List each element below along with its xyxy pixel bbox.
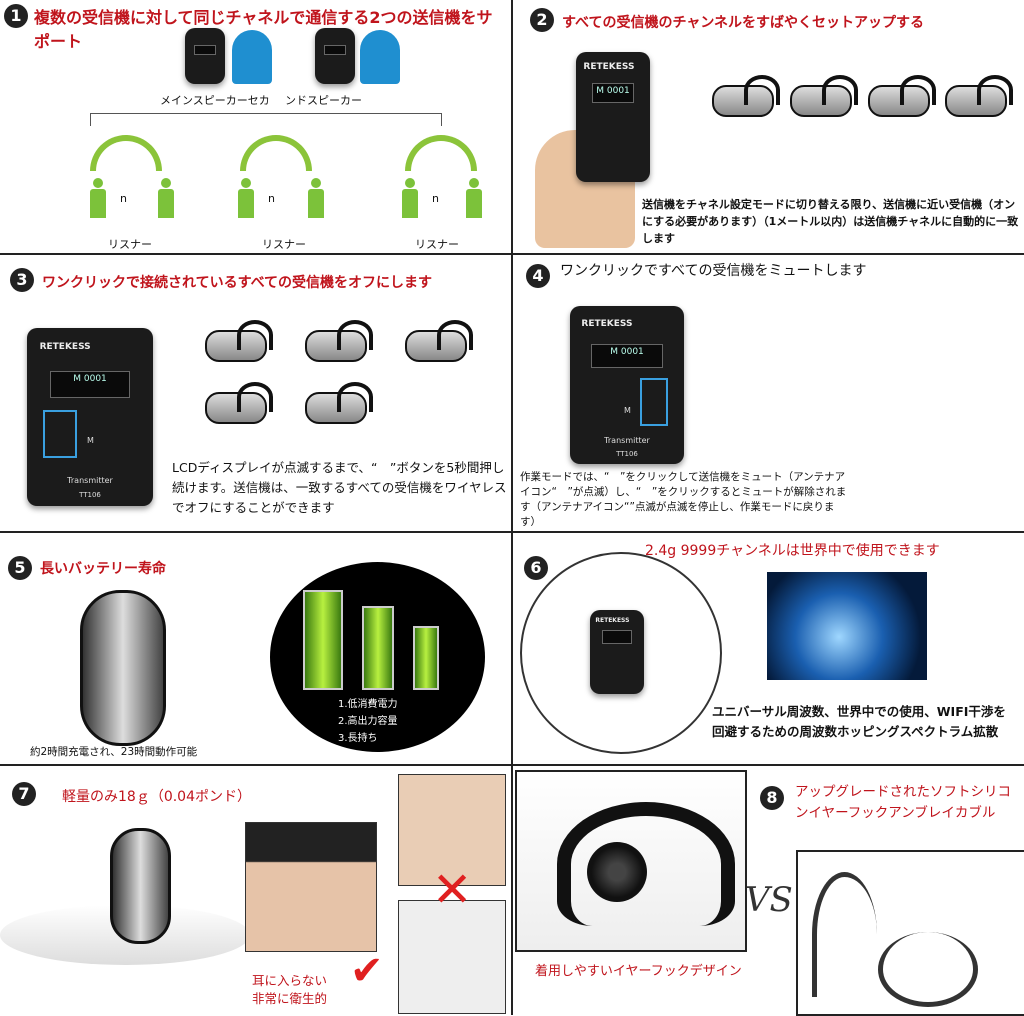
lcd-screen: M 0001 bbox=[590, 343, 664, 369]
transmitter-device: RETEKESS M 0001 bbox=[576, 52, 650, 182]
earhook-closeup bbox=[515, 770, 747, 952]
brand-label: RETEKESS bbox=[583, 62, 635, 73]
step-number: 6 bbox=[524, 556, 548, 580]
battery-feature: 2.高出力容量 bbox=[338, 716, 398, 727]
transmitter-device bbox=[315, 28, 355, 84]
listener-label: リスナー bbox=[108, 238, 152, 251]
connector-line bbox=[90, 113, 442, 126]
receiver-image bbox=[205, 320, 273, 362]
receiver-image bbox=[305, 320, 373, 362]
panel-description: 送信機をチャネル設定モードに切り替える限り、送信機に近い受信機（オンにする必要が… bbox=[642, 198, 1019, 245]
n-label: n bbox=[120, 192, 127, 205]
brand-label: RETEKESS bbox=[39, 342, 91, 353]
step-number: 4 bbox=[526, 264, 550, 288]
check-icon: ✔ bbox=[350, 948, 384, 994]
m-button: M bbox=[624, 406, 631, 415]
listener-icon bbox=[158, 178, 174, 218]
device-label: Transmitter bbox=[604, 436, 650, 446]
device-model: TT106 bbox=[79, 490, 101, 499]
brand-label: RETEKESS bbox=[595, 616, 630, 624]
panel-description: ユニバーサル周波数、世界中での使用、WIFI干渉を回避するための周波数ホッピング… bbox=[712, 704, 1006, 739]
receiver-image bbox=[945, 75, 1013, 117]
hygiene-caption-line: 非常に衛生的 bbox=[252, 991, 328, 1006]
signal-icon bbox=[405, 135, 477, 171]
panel-title: 2.4g 9999チャンネルは世界中で使用できます bbox=[645, 543, 940, 559]
device-label: Transmitter bbox=[67, 475, 113, 485]
receiver-image bbox=[405, 320, 473, 362]
earhook-caption: 着用しやすいイヤーフックデザイン bbox=[535, 964, 742, 979]
second-speaker-label: ンドスピーカー bbox=[285, 94, 362, 107]
receiver-image bbox=[790, 75, 858, 117]
lcd-screen: M 0001 bbox=[49, 370, 131, 398]
battery-icon bbox=[413, 626, 439, 690]
battery-caption: 約2時間充電され、23時間動作可能 bbox=[30, 746, 198, 758]
battery-icon bbox=[303, 590, 343, 690]
panel-description: LCDディスプレイが点滅するまで、“ ”ボタンを5秒間押し続けます。送信機は、一… bbox=[172, 460, 507, 515]
divider bbox=[0, 764, 1024, 766]
hygiene-caption: 耳に入らない非常に衛生的 bbox=[252, 972, 327, 1008]
divider bbox=[0, 253, 1024, 255]
battery-features: 1.低消費電力 2.高出力容量 3.長持ち bbox=[338, 696, 398, 747]
device-model: TT106 bbox=[616, 449, 638, 458]
signal-icon bbox=[90, 135, 162, 171]
listener-icon bbox=[466, 178, 482, 218]
panel-title: アップグレードされたソフトシリコンイヤーフックアンブレイカブル bbox=[795, 784, 1011, 821]
cross-icon: ✕ bbox=[432, 862, 473, 918]
transmitter-device: RETEKESS bbox=[590, 610, 644, 694]
battery-feature: 1.低消費電力 bbox=[338, 699, 398, 710]
receiver-ring bbox=[520, 552, 722, 754]
globe-image bbox=[767, 572, 927, 680]
step-number: 5 bbox=[8, 556, 32, 580]
main-speaker-label: メインスピーカーセカ bbox=[160, 94, 270, 107]
lcd-screen: M 0001 bbox=[592, 83, 634, 104]
transmitter-device bbox=[185, 28, 225, 84]
n-label: n bbox=[432, 192, 439, 205]
panel-title: ワンクリックですべての受信機をミュートします bbox=[560, 263, 867, 279]
vs-label: VS bbox=[745, 880, 793, 920]
step-number: 3 bbox=[10, 268, 34, 292]
earhook-comparison bbox=[796, 850, 1024, 1016]
m-button: M bbox=[87, 436, 94, 445]
receiver-image bbox=[712, 75, 780, 117]
ear-photo bbox=[245, 822, 377, 952]
divider bbox=[511, 0, 513, 1015]
panel-title: 長いバッテリー寿命 bbox=[40, 561, 166, 577]
listener-icon bbox=[402, 178, 418, 218]
listener-icon bbox=[238, 178, 254, 218]
step-number: 7 bbox=[12, 782, 36, 806]
battery-feature: 3.長持ち bbox=[338, 733, 378, 744]
person-photo bbox=[398, 774, 506, 886]
panel-title: 軽量のみ18ｇ（0.04ポンド） bbox=[62, 789, 251, 805]
listener-icon bbox=[308, 178, 324, 218]
earbud-photo bbox=[398, 900, 506, 1014]
step-number: 1 bbox=[4, 4, 28, 28]
receiver-image bbox=[305, 382, 373, 424]
signal-icon bbox=[240, 135, 312, 171]
receiver-image bbox=[80, 590, 166, 746]
n-label: n bbox=[268, 192, 275, 205]
hygiene-caption-line: 耳に入らない bbox=[252, 973, 328, 988]
panel-title: ワンクリックで接続されているすべての受信機をオフにします bbox=[42, 275, 433, 291]
mute-button-highlight bbox=[640, 378, 668, 426]
battery-icon bbox=[362, 606, 394, 690]
step-number: 2 bbox=[530, 8, 554, 32]
panel-title: すべての受信機のチャンネルをすばやくセットアップする bbox=[562, 15, 925, 31]
receiver-image bbox=[868, 75, 936, 117]
brand-label: RETEKESS bbox=[581, 318, 633, 329]
panel-description: 作業モードでは、“ ”をクリックして送信機をミュート（アンテナアイコン“ ”が点… bbox=[520, 471, 847, 528]
step-number: 8 bbox=[760, 786, 784, 810]
panel-title: 複数の受信機に対して同じチャネルで通信する2つの送信機をサポート bbox=[34, 8, 493, 51]
receiver-image bbox=[110, 828, 171, 944]
listener-label: リスナー bbox=[415, 238, 459, 251]
receiver-image bbox=[205, 382, 273, 424]
divider bbox=[0, 531, 1024, 533]
power-button-highlight bbox=[43, 410, 77, 458]
listener-label: リスナー bbox=[262, 238, 306, 251]
speaker-icon bbox=[360, 30, 400, 84]
speaker-icon bbox=[232, 30, 272, 84]
listener-icon bbox=[90, 178, 106, 218]
